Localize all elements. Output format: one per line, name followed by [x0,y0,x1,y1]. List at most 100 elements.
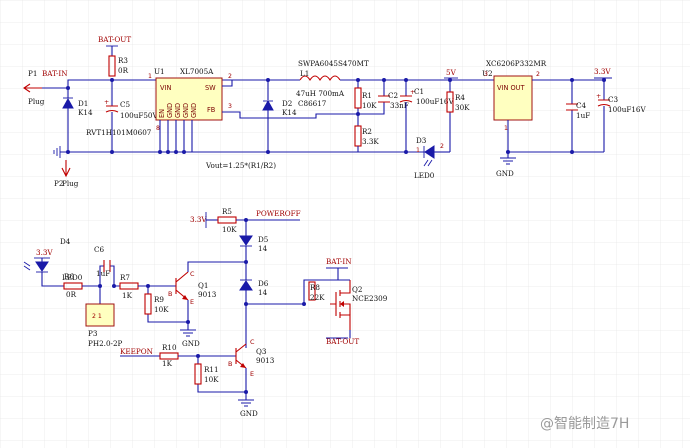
p1-connector[interactable]: P1 Plug [23,69,45,106]
u1-pin-8: 8 [156,125,160,132]
d1-val: K14 [78,108,93,117]
p3-connector[interactable]: 2 1 P3 PH2.0-2P [85,303,123,348]
net-gnd-q3: GND [240,409,258,418]
u2-ic-ldo[interactable]: U2 VIN OUT 3 2 1 GND [470,69,604,178]
c4-val: 1uF [576,111,590,120]
d3-ref: D3 [416,136,427,145]
c4-capacitor[interactable]: C4 1uF [566,80,590,152]
q3-transistor[interactable]: C B E Q3 9013 [228,338,275,400]
r7-ref: R7 [120,273,130,282]
u1-pin-gnd4: GND [190,103,198,118]
u1-ic-xl7005a[interactable]: U1 XL7005A VIN SW FB EN GND GND GND GND … [148,67,232,132]
r9-val: 10K [154,305,169,314]
c1-capacitor[interactable]: + C1 100uF16V [399,80,454,152]
d6-ref: D6 [258,279,269,288]
c3-ref: C3 [608,95,618,104]
u2-pin-3: 3 [484,71,488,78]
r7-resistor[interactable]: R7 1K [119,273,176,300]
q3-pin-c: C [250,338,255,346]
q1-val: 9013 [198,290,217,299]
d4-ref: D4 [60,237,71,246]
c3-plus: + [596,93,601,100]
r4-resistor[interactable]: R4 30K [446,80,470,152]
c2-val: 33nF [390,101,409,110]
l1-ref: L1 [300,69,309,78]
u1-pin-gnd3: GND [182,103,190,118]
d1-ref: D1 [78,99,88,108]
q3-pin-b: B [228,360,232,368]
q2-val: NCE2309 [352,294,388,303]
c3-capacitor[interactable]: + C3 100uF16V [596,80,646,152]
r1-val: 10K [362,101,377,110]
l1-val: 47uH 700mA [296,89,345,98]
u1-pin-2: 2 [228,73,232,80]
r8-ref: R8 [310,283,320,292]
r11-resistor[interactable]: R11 10K [194,356,246,393]
r3-val: 0R [118,66,129,75]
p2-connector[interactable]: P2 Plug [54,160,79,188]
d3-led[interactable]: D3 1 2 LED0 [414,136,450,180]
d3-val: LED0 [414,171,435,180]
q3-pin-e: E [250,370,254,378]
d5-ref: D5 [258,235,269,244]
c4-ref: C4 [576,101,586,110]
c1-plus: + [410,89,415,96]
c6-val: 1uF [96,269,110,278]
u2-ref: U2 [482,69,493,78]
net-bat-in-top: BAT-IN [42,69,68,78]
net-gnd-q1: GND [182,339,200,348]
d3-pin-1: 1 [416,147,420,154]
r10-ref: R10 [162,343,177,352]
net-3v3-r5: 3.3V [190,215,207,224]
net-5v: 5V [446,68,457,77]
d2-ref: D2 [282,99,292,108]
c1-ref: C1 [414,87,424,96]
u1-pin-vin: VIN [160,84,171,92]
r10-val: 1K [162,359,173,368]
r11-val: 10K [204,375,219,384]
r3-resistor[interactable]: R3 0R [108,55,129,77]
r2-val: 3.3K [362,137,379,146]
q2-mosfet[interactable]: Q2 NCE2309 [330,279,388,338]
r9-resistor[interactable]: R9 10K [144,286,188,323]
q1-transistor[interactable]: C B E Q1 9013 [168,261,246,322]
r7-val: 1K [122,291,133,300]
p1-ref: P1 [28,69,37,78]
p3-ref: P3 [88,329,98,338]
q1-pin-e: E [190,298,194,306]
c6-capacitor[interactable]: C6 1uF [94,245,115,286]
c2-ref: C2 [388,91,398,100]
watermark: @智能制造7H [540,416,629,432]
r2-resistor[interactable]: R2 3.3K [354,125,379,152]
d1-tvs[interactable]: D1 K14 RVT1H101M0607 [62,88,152,152]
r1-resistor[interactable]: R1 10K [354,80,377,126]
u1-pin-en: EN [158,109,166,118]
u1-pin-sw: SW [205,84,216,92]
d2-schottky[interactable]: D2 K14 [262,80,297,152]
u2-val: XC6206P332MR [486,59,547,68]
net-3v3-led: 3.3V [36,248,53,257]
u1-pin-3: 3 [228,103,232,110]
c3-val: 100uF16V [608,105,646,114]
r8-resistor[interactable]: R8 22K [304,277,338,302]
p2-label: Plug [62,179,79,188]
u1-pin-gnd2: GND [174,103,182,118]
u2-pin-2: 2 [536,71,540,78]
r10-resistor[interactable]: R10 1K [159,343,236,368]
r6-resistor[interactable]: R6 0R [63,272,100,299]
c5-capacitor[interactable]: + C5 100uF50V [104,80,158,152]
p1-label: Plug [28,97,45,106]
net-bat-out-q2: BAT-OUT [326,337,359,346]
vout-formula: Vout=1.25*(R1/R2) [205,161,276,170]
net-3v3-top: 3.3V [594,67,611,76]
r1-ref: R1 [362,91,372,100]
d4-led[interactable]: D4 LED0 [23,237,83,287]
c2-capacitor[interactable]: C2 33nF [358,79,409,115]
d6-diode[interactable]: D6 14 [239,279,269,348]
r6-val: 0R [66,290,77,299]
net-gnd-u2: GND [496,169,514,178]
u1-ref: U1 [154,67,165,76]
c5-plus: + [104,99,109,106]
net-bat-out-top: BAT-OUT [98,35,131,44]
